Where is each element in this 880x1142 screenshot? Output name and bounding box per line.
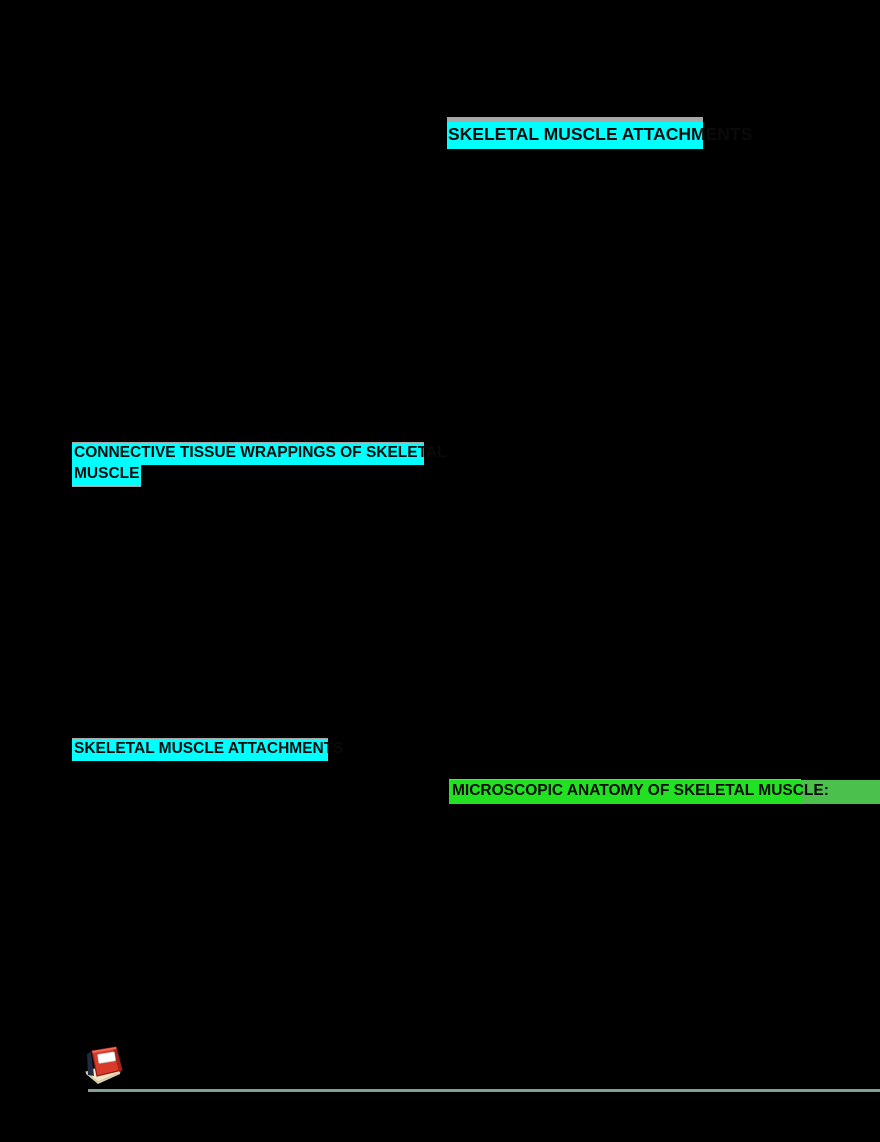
heading-connective-tissue-wrappings-line2: MUSCLE <box>74 465 140 482</box>
heading-highlight-connective-line2 <box>72 464 141 486</box>
heading-skeletal-muscle-attachments-lower: SKELETAL MUSCLE ATTACHMENTS <box>74 740 344 757</box>
heading-skeletal-muscle-attachments-top: SKELETAL MUSCLE ATTACHMENTS <box>448 124 753 144</box>
heading-microscopic-anatomy: MICROSCOPIC ANATOMY OF SKELETAL MUSCLE: <box>452 782 829 799</box>
red-book-icon <box>82 1042 128 1090</box>
heading-highlight-microscopic <box>449 780 801 804</box>
heading-highlight-lower <box>72 739 328 761</box>
heading-highlight-connective-line1 <box>72 443 424 465</box>
heading-connective-tissue-wrappings-line1: CONNECTIVE TISSUE WRAPPINGS OF SKELETAL <box>74 444 447 461</box>
heading-highlight-top <box>447 122 703 149</box>
bottom-horizontal-rule <box>88 1089 880 1092</box>
heading-highlight-microscopic-extension <box>800 780 880 804</box>
